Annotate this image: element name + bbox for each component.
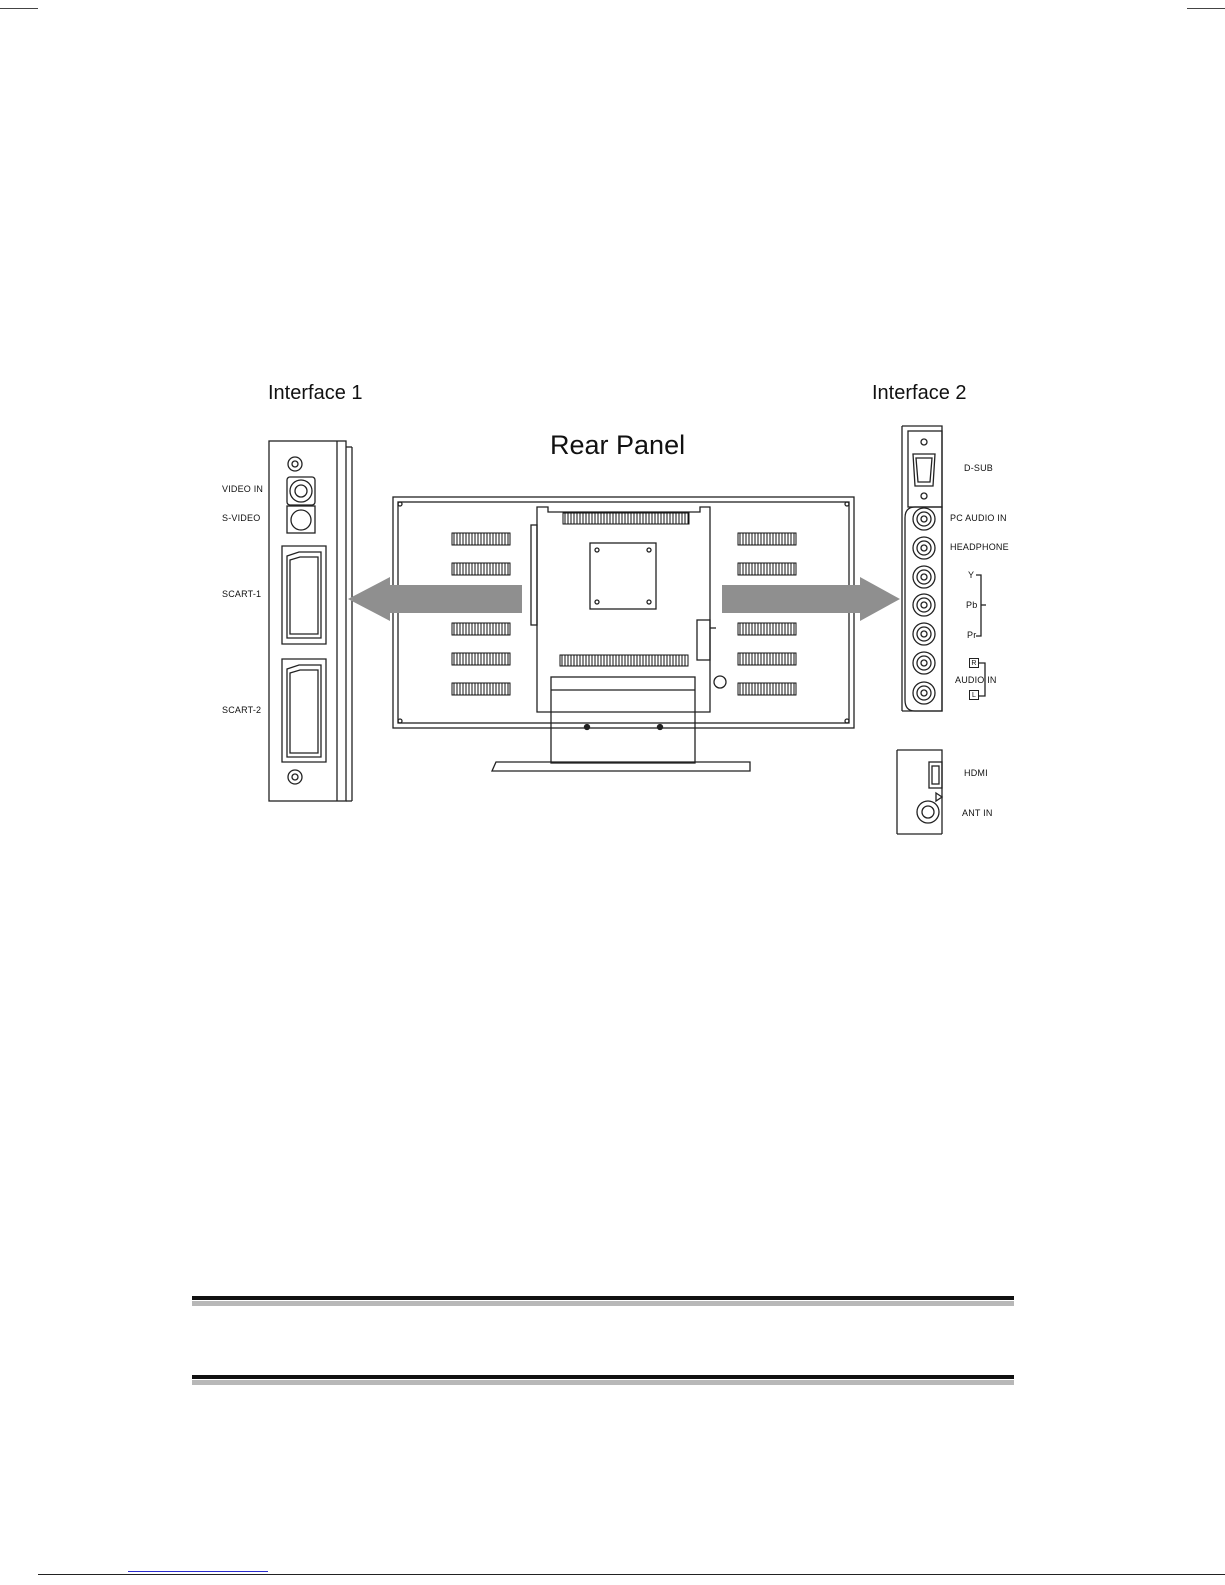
interface-1-panel bbox=[269, 441, 352, 801]
rca-jack bbox=[913, 508, 935, 530]
rca-jack bbox=[913, 594, 935, 616]
vent-grille bbox=[738, 623, 796, 635]
interface-2-jacks bbox=[913, 508, 935, 704]
vent-grille bbox=[738, 653, 796, 665]
vent-grille bbox=[452, 623, 510, 635]
vent-grille bbox=[452, 533, 510, 545]
vent-grille bbox=[452, 563, 510, 575]
vent-grille bbox=[452, 653, 510, 665]
footer-rule-bottom-light bbox=[192, 1380, 1014, 1385]
arrow-right bbox=[722, 577, 900, 621]
vent-grille bbox=[738, 533, 796, 545]
rca-jack bbox=[913, 566, 935, 588]
vent-grille bbox=[738, 683, 796, 695]
footer-rule-bottom-dark bbox=[192, 1375, 1014, 1379]
vent-grille bbox=[560, 655, 688, 666]
vent-grille bbox=[738, 563, 796, 575]
page-bottom-line bbox=[38, 1574, 1225, 1575]
rca-jack bbox=[913, 682, 935, 704]
vent-grille bbox=[563, 513, 689, 524]
rca-jack bbox=[913, 623, 935, 645]
vent-grille bbox=[452, 683, 510, 695]
page-link-underline[interactable] bbox=[128, 1571, 268, 1572]
arrow-left bbox=[348, 577, 522, 621]
rca-jack bbox=[913, 652, 935, 674]
footer-rule-top-light bbox=[192, 1301, 1014, 1306]
interface-2-panel bbox=[897, 426, 986, 834]
rca-jack bbox=[913, 537, 935, 559]
footer-rule-top-dark bbox=[192, 1296, 1014, 1300]
